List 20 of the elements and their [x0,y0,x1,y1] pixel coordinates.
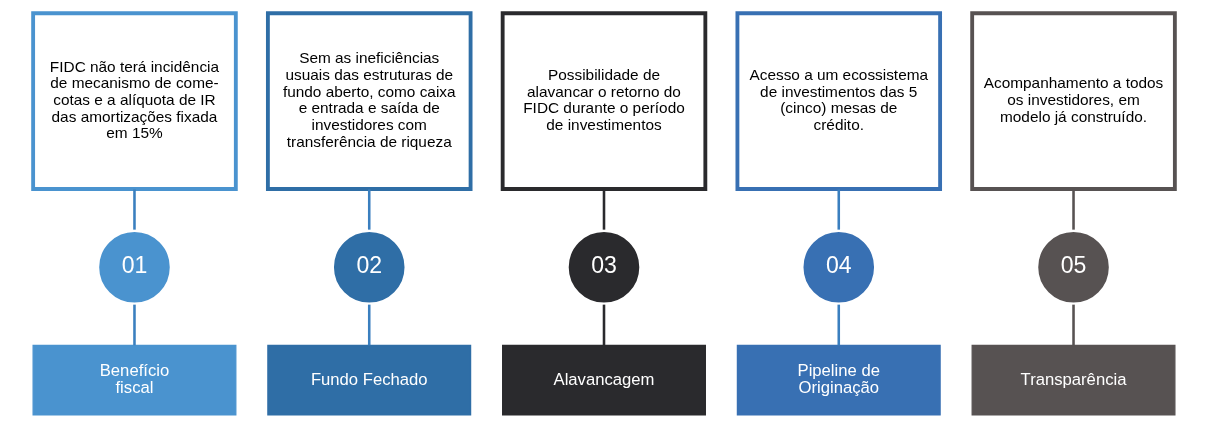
connector [602,189,606,230]
connector [602,304,606,346]
node-box: Acompanhamento a todos os investidores, em modelo já construído. [970,11,1177,191]
connector [133,304,136,346]
node-box: Possibilidade de alavancar o retorno do FIDC durante o período de investimentos [500,11,708,191]
node-box: Fundo Fechado [267,344,472,416]
node-box: FIDC não terá incidência de mecanismo de come-cotas e a alíquota de IR das amortizações fixada em 15% [31,11,238,191]
node-box: Transparência [971,344,1176,416]
node-box: Sem as ineficiências usuais das estruturas de fundo aberto, como caixa e entrada e saída de investidores com transferência de riqueza [265,11,473,191]
connector [1072,304,1075,346]
node-box: Acesso a um ecossistema de investimentos das 5 (cinco) mesas de crédito. [735,11,943,191]
connector [1072,189,1075,230]
node-box: Alavancagem [502,344,706,416]
connector [837,189,841,230]
connector [367,189,371,230]
connector [133,189,136,230]
connector [837,304,841,346]
node-box: Pipeline de Originação [736,344,941,416]
connector [367,304,371,346]
node-box: Benefício fiscal [32,344,237,416]
